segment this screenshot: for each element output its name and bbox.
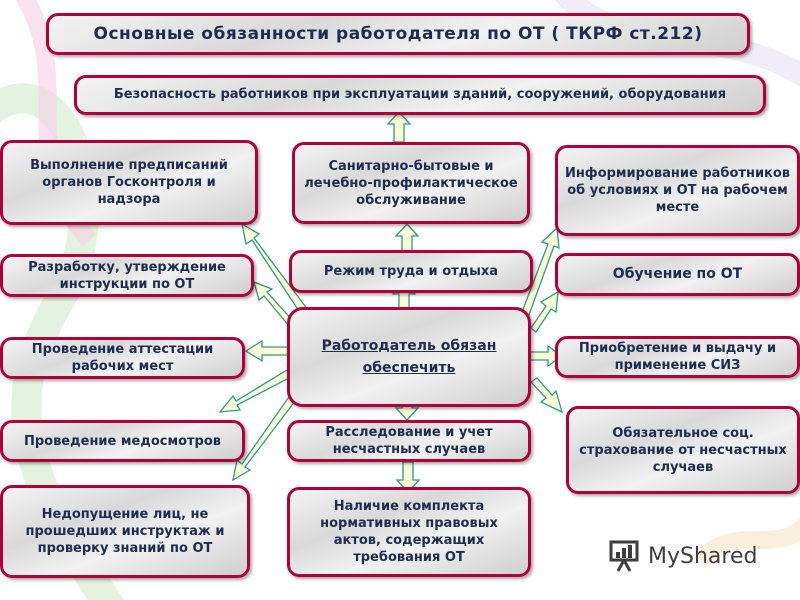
admission-box: Недопущение лиц, не прошедших инструктаж… bbox=[0, 485, 250, 578]
informing-box: Информирование работников об условиях и … bbox=[555, 145, 800, 236]
sanitary-box: Санитарно-бытовые и лечебно-профилактиче… bbox=[292, 142, 530, 224]
arrow-to-sanitary bbox=[394, 223, 420, 253]
arrow-to-medical bbox=[218, 369, 292, 413]
center-label: Работодатель обязан обеспечить bbox=[321, 338, 497, 376]
arrow-to-gos-control bbox=[241, 222, 309, 315]
training-box: Обучение по ОТ bbox=[555, 253, 800, 296]
logo: MyShared bbox=[608, 536, 768, 576]
medical-box: Проведение медосмотров bbox=[0, 420, 245, 462]
top-item-box: Безопасность работников при эксплуатации… bbox=[74, 75, 766, 115]
investigation-box: Расследование и учет несчастных случаев bbox=[287, 420, 531, 462]
instructions-box: Разработку, утверждение инструкции по ОТ bbox=[0, 254, 254, 297]
logo-text: MyShared bbox=[648, 543, 758, 569]
arrow-to-top-item bbox=[386, 111, 412, 143]
arrow-to-insurance bbox=[530, 377, 564, 414]
arrow-to-legal-acts bbox=[395, 461, 421, 493]
arrow-to-training bbox=[530, 290, 559, 333]
legal-acts-box: Наличие комплекта нормативных правовых а… bbox=[287, 487, 531, 577]
work-mode-box: Режим труда и отдыха bbox=[289, 250, 533, 293]
center-box: Работодатель обязан обеспечить bbox=[287, 307, 531, 407]
arrow-to-attestation bbox=[244, 339, 289, 363]
ppe-box: Приобретение и выдачу и применение СИЗ bbox=[555, 336, 800, 378]
attestation-box: Проведение аттестации рабочих мест bbox=[0, 337, 245, 379]
insurance-box: Обязательное соц. страхование от несчаст… bbox=[566, 406, 800, 494]
gos-control-box: Выполнение предписаний органов Госконтро… bbox=[0, 140, 258, 225]
presentation-board-icon bbox=[609, 540, 639, 572]
diagram-title: Основные обязанности работодателя по ОТ … bbox=[46, 13, 750, 55]
arrow-to-informing bbox=[521, 226, 560, 316]
